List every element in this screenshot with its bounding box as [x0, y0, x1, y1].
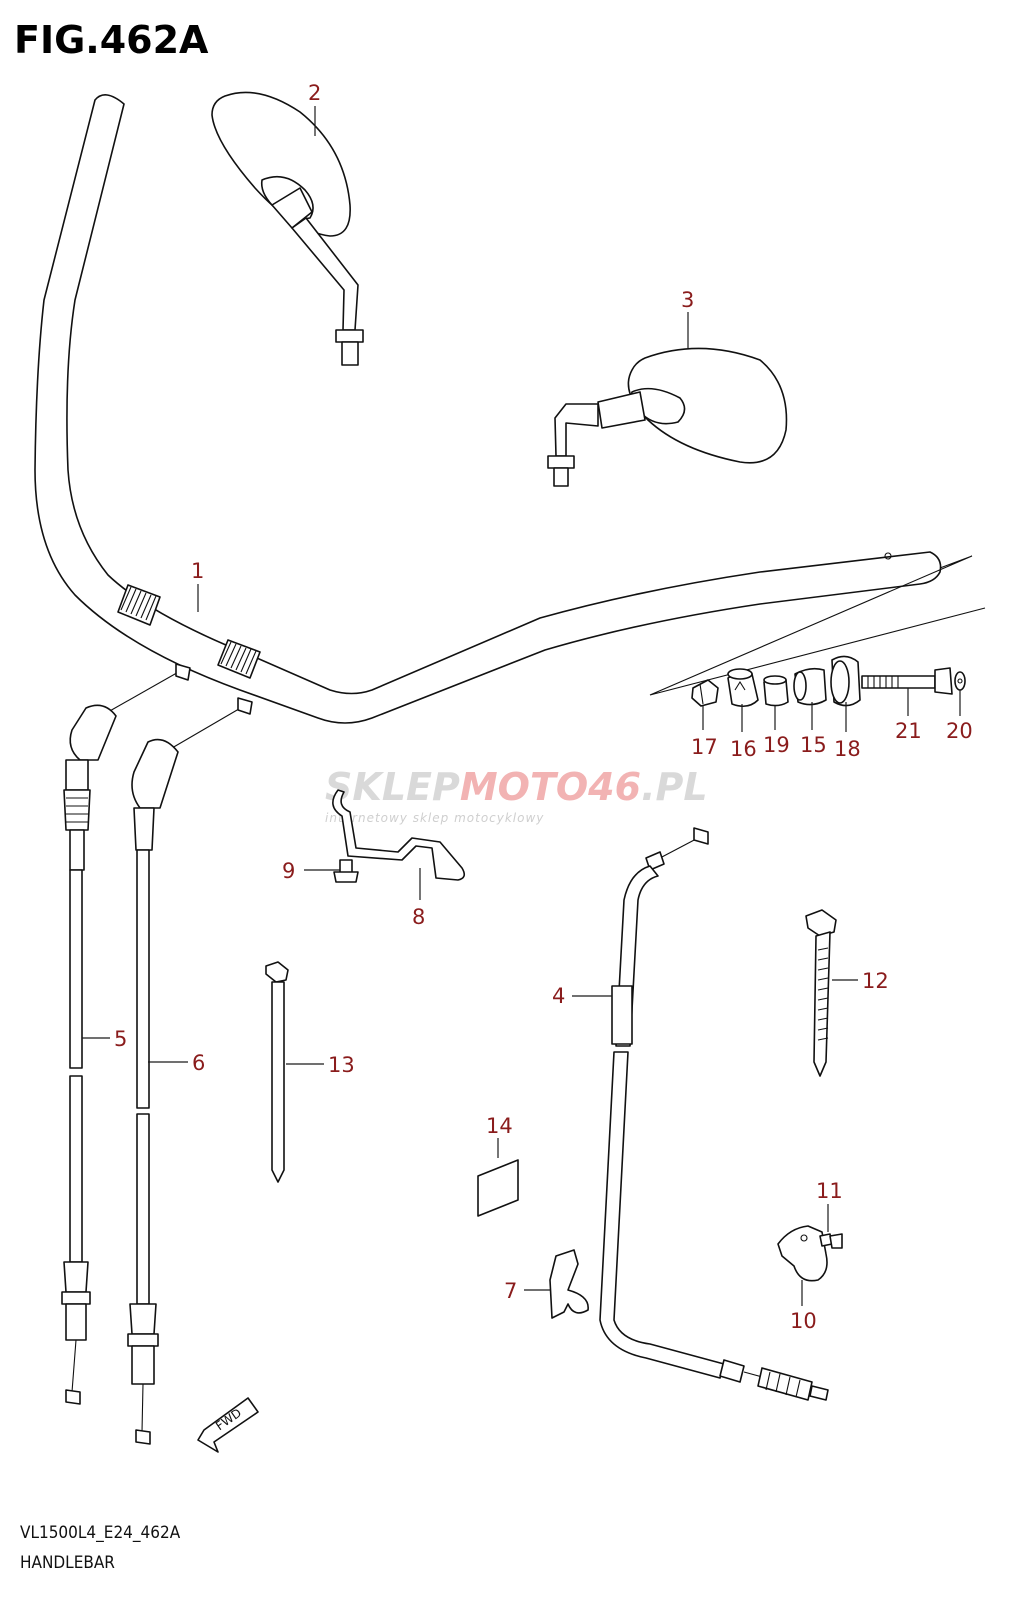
callout-1: 1 — [191, 559, 204, 583]
model-code: VL1500L4_E24_462A — [20, 1523, 181, 1543]
callout-10: 10 — [790, 1309, 817, 1333]
spacer-part-19 — [763, 675, 789, 707]
throttle-cable-part-5[interactable] — [61, 663, 191, 1405]
exploded-view-guide — [649, 555, 986, 696]
figure-title: FIG.462A — [14, 18, 209, 62]
callout-6: 6 — [192, 1051, 205, 1075]
callout-3: 3 — [681, 288, 694, 312]
watermark-tagline: internetowy sklep motocyklowy — [325, 811, 544, 825]
callout-16: 16 — [730, 737, 757, 761]
callout-4: 4 — [552, 984, 565, 1008]
weight-part-18 — [830, 655, 861, 707]
washer-part-20 — [954, 671, 966, 691]
cable-tie-part-12[interactable] — [805, 909, 837, 1077]
watermark: SKLEPMOTO46.PL internetowy sklep motocyk… — [325, 765, 708, 825]
callout-12: 12 — [862, 969, 889, 993]
damper-part-15 — [793, 667, 827, 706]
callout-18: 18 — [834, 737, 861, 761]
forward-direction-arrow: FWD — [197, 1397, 259, 1453]
mirror-left-part[interactable] — [211, 91, 364, 366]
handlebar-part[interactable] — [34, 94, 986, 724]
mirror-right-part[interactable] — [547, 347, 788, 487]
callout-13: 13 — [328, 1053, 355, 1077]
throttle-cable-part-6[interactable] — [127, 697, 253, 1445]
leader-lines — [82, 106, 961, 1306]
callout-2: 2 — [308, 81, 321, 105]
callout-20: 20 — [946, 719, 973, 743]
holder-part-10[interactable] — [777, 1225, 828, 1282]
bar-end-hardware[interactable] — [691, 655, 966, 708]
clutch-cable-part-4[interactable] — [599, 827, 829, 1401]
callout-21: 21 — [895, 719, 922, 743]
callout-17: 17 — [691, 735, 718, 759]
callout-19: 19 — [763, 733, 790, 757]
grip-knurl-left — [117, 584, 161, 626]
callout-9: 9 — [282, 859, 295, 883]
section-name: HANDLEBAR — [20, 1553, 115, 1573]
screw-part-9[interactable] — [333, 859, 359, 883]
callout-15: 15 — [800, 733, 827, 757]
clamp-part-7[interactable] — [549, 1249, 589, 1319]
nut-part-17 — [691, 679, 719, 707]
bolt-part-21 — [861, 667, 953, 695]
bushing-part-16 — [727, 668, 759, 708]
callout-11: 11 — [816, 1179, 843, 1203]
label-part-14[interactable] — [477, 1159, 519, 1217]
callout-5: 5 — [114, 1027, 127, 1051]
callout-7: 7 — [504, 1279, 517, 1303]
callout-numbers: 2 3 1 4 5 6 7 8 9 10 11 12 13 14 15 16 1… — [114, 81, 973, 1333]
callout-14: 14 — [486, 1114, 513, 1138]
callout-8: 8 — [412, 905, 425, 929]
cable-tie-part-13[interactable] — [265, 961, 289, 1183]
bracket-part-8[interactable] — [332, 789, 466, 881]
bolt-part-11[interactable] — [819, 1233, 843, 1249]
grip-knurl-right — [217, 639, 261, 679]
watermark-brand: SKLEPMOTO46.PL — [325, 765, 708, 809]
